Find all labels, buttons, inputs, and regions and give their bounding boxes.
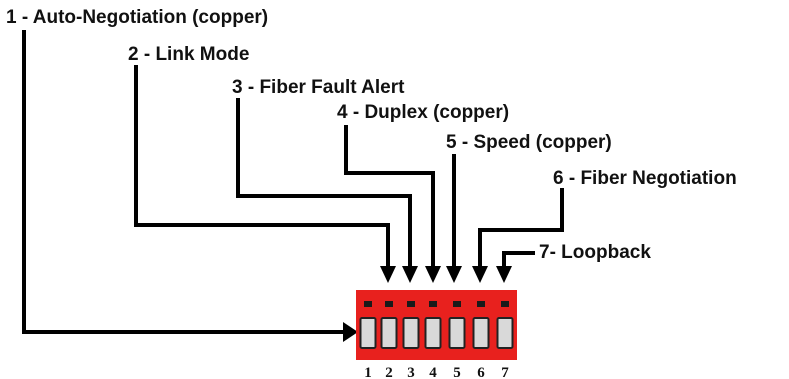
toggle-switch-7[interactable]	[496, 317, 514, 349]
callout-labels: 1 - Auto-Negotiation (copper) 2 - Link M…	[6, 7, 737, 263]
toggle-switch-4[interactable]	[424, 317, 442, 349]
leader-line-7	[502, 251, 535, 268]
callout-label-5: 5 - Speed (copper)	[446, 132, 612, 153]
arrow-head-1	[343, 322, 358, 342]
dip-switch-toggles	[359, 301, 514, 349]
callout-label-7: 7- Loopback	[539, 242, 651, 263]
leader-lines	[22, 30, 564, 334]
leader-line-3	[236, 98, 412, 268]
toggle-switch-6[interactable]	[472, 317, 490, 349]
indicator-1	[364, 301, 372, 307]
arrow-head-3	[402, 266, 418, 283]
switch-number-6: 6	[477, 365, 485, 379]
switch-number-7: 7	[501, 365, 509, 379]
switch-number-4: 4	[429, 365, 437, 379]
indicator-5	[453, 301, 461, 307]
indicator-2	[385, 301, 393, 307]
toggle-switch-3[interactable]	[402, 317, 420, 349]
leader-line-4	[344, 125, 435, 268]
arrow-head-4	[425, 266, 441, 283]
arrow-head-7	[496, 266, 512, 283]
callout-label-4: 4 - Duplex (copper)	[337, 102, 509, 123]
switch-number-2: 2	[385, 365, 393, 379]
indicator-6	[477, 301, 485, 307]
callout-label-6: 6 - Fiber Negotiation	[553, 168, 737, 189]
switch-numbers: 1 2 3 4 5 6 7	[364, 365, 509, 379]
indicator-3	[407, 301, 415, 307]
leader-line-6	[478, 188, 564, 268]
toggle-switch-1[interactable]	[359, 317, 377, 349]
leader-line-1	[22, 30, 345, 334]
callout-label-1: 1 - Auto-Negotiation (copper)	[6, 7, 268, 28]
toggle-switch-5[interactable]	[448, 317, 466, 349]
arrow-head-2	[380, 266, 396, 283]
switch-number-3: 3	[407, 365, 415, 379]
leader-line-2	[134, 65, 390, 268]
arrow-head-5	[446, 266, 462, 283]
indicator-7	[501, 301, 509, 307]
toggle-switch-2[interactable]	[380, 317, 398, 349]
arrow-head-6	[472, 266, 488, 283]
switch-number-1: 1	[364, 365, 372, 379]
switch-number-5: 5	[453, 365, 461, 379]
indicator-4	[429, 301, 437, 307]
arrow-heads	[343, 266, 512, 342]
callout-label-2: 2 - Link Mode	[128, 44, 249, 65]
callout-label-3: 3 - Fiber Fault Alert	[232, 77, 405, 98]
